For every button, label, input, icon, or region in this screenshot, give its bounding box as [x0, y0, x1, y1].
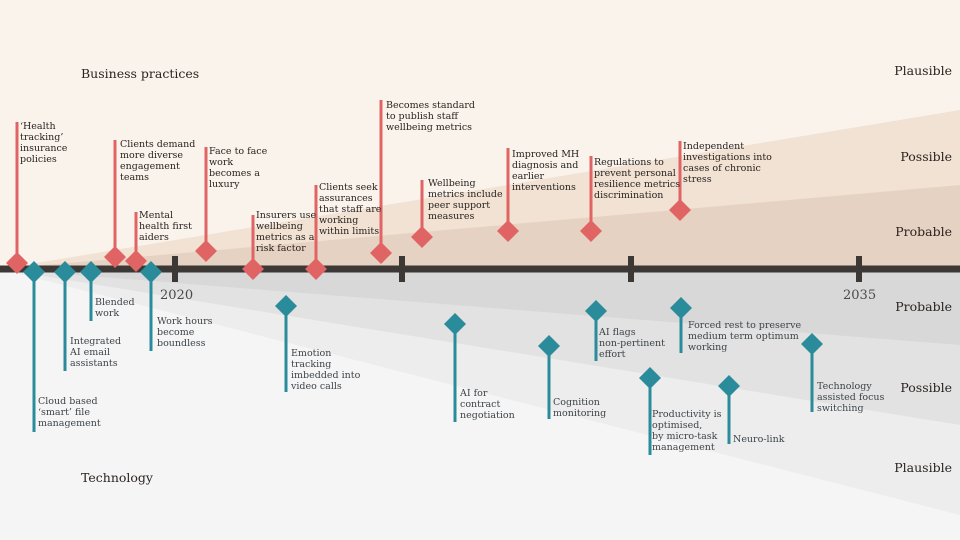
axis-tick-3 — [628, 256, 634, 282]
technology-diamond — [538, 335, 560, 357]
axis-tick-4 — [856, 256, 862, 282]
technology-diamond — [80, 261, 102, 283]
technology-diamond — [23, 261, 45, 283]
technology-diamond — [670, 297, 692, 319]
business-event-7 — [370, 100, 392, 264]
business-diamond — [580, 220, 602, 242]
technology-event-3 — [80, 261, 102, 321]
business-event-3 — [125, 212, 147, 272]
axis-tick-1 — [172, 256, 178, 282]
technology-diamond — [54, 261, 76, 283]
probable-band-top — [0, 185, 960, 269]
business-event-label: Mental health first aiders — [139, 210, 192, 243]
zone-possible-top: Possible — [900, 149, 952, 164]
zone-plausible-top: Plausible — [894, 63, 952, 78]
technology-diamond — [718, 375, 740, 397]
zone-probable-bottom: Probable — [895, 299, 952, 314]
technology-event-label: Integrated AI email assistants — [70, 336, 122, 369]
technology-event-9 — [639, 367, 661, 455]
technology-event-10 — [670, 297, 692, 353]
business-event-label: Improved MH diagnosis and earlier interv… — [512, 149, 580, 193]
business-diamond — [411, 226, 433, 248]
zone-probable-top: Probable — [895, 224, 952, 239]
technology-event-5 — [275, 295, 297, 392]
technology-event-label: AI for contract negotiation — [460, 388, 515, 421]
business-diamond — [669, 199, 691, 221]
business-diamond — [497, 220, 519, 242]
technology-diamond — [444, 313, 466, 335]
technology-event-8 — [585, 300, 607, 361]
technology-event-label: Work hours become boundless — [157, 316, 213, 349]
business-event-11 — [669, 141, 691, 221]
business-diamond — [370, 242, 392, 264]
business-event-2 — [104, 140, 126, 268]
business-diamond — [125, 250, 147, 272]
technology-event-label: Forced rest to preserve medium term opti… — [688, 320, 802, 353]
business-diamond — [6, 252, 28, 274]
technology-event-label: AI flags non-pertinent effort — [599, 327, 665, 360]
business-event-label: Face to face work becomes a luxury — [209, 146, 268, 190]
technology-diamond — [275, 295, 297, 317]
section-title-business: Business practices — [81, 66, 200, 81]
business-event-label: Clients seek assurances that staff are w… — [319, 182, 382, 237]
axis-tick-2 — [399, 256, 405, 282]
business-event-5 — [242, 215, 264, 280]
zone-possible-bottom: Possible — [900, 380, 952, 395]
technology-event-1 — [23, 261, 45, 432]
business-diamond — [104, 246, 126, 268]
business-event-label: Clients demand more diverse engagement t… — [120, 139, 196, 183]
zone-plausible-bottom: Plausible — [894, 460, 952, 475]
technology-event-7 — [538, 335, 560, 419]
technology-event-12 — [801, 333, 823, 412]
business-event-label: ‘Health tracking’ insurance policies — [20, 121, 68, 165]
business-event-label: Wellbeing metrics include peer support m… — [428, 178, 503, 222]
technology-diamond — [585, 300, 607, 322]
business-event-4 — [195, 147, 217, 262]
business-event-10 — [580, 156, 602, 242]
technology-event-label: Emotion tracking imbedded into video cal… — [291, 348, 361, 392]
technology-event-2 — [54, 261, 76, 371]
technology-event-11 — [718, 375, 740, 444]
technology-event-label: Cognition monitoring — [553, 397, 607, 419]
business-event-6 — [305, 185, 327, 280]
near-band-bottom — [0, 269, 960, 345]
technology-event-label: Technology assisted focus switching — [817, 381, 885, 414]
business-event-9 — [497, 148, 519, 242]
technology-event-6 — [444, 313, 466, 422]
technology-event-label: Neuro-link — [733, 434, 785, 445]
business-event-label: Independent investigations into cases of… — [683, 141, 772, 185]
technology-diamond — [639, 367, 661, 389]
business-event-label: Regulations to prevent personal resilien… — [594, 157, 681, 201]
business-event-8 — [411, 180, 433, 248]
technology-event-label: Productivity is optimised, by micro-task… — [652, 409, 722, 453]
year-start-label: 2020 — [160, 288, 194, 303]
business-event-label: Insurers use wellbeing metrics as a risk… — [256, 210, 317, 254]
section-title-technology: Technology — [81, 470, 153, 485]
business-event-label: Becomes standard to publish staff wellbe… — [386, 100, 476, 133]
technology-event-4 — [140, 261, 162, 351]
business-diamond — [305, 258, 327, 280]
technology-event-label: Blended work — [95, 297, 135, 319]
business-diamond — [242, 258, 264, 280]
year-end-label: 2035 — [843, 288, 877, 303]
technology-event-label: Cloud based ‘smart’ file management — [38, 396, 101, 429]
technology-diamond — [801, 333, 823, 355]
business-diamond — [195, 240, 217, 262]
technology-diamond — [140, 261, 162, 283]
business-event-1 — [6, 122, 28, 274]
